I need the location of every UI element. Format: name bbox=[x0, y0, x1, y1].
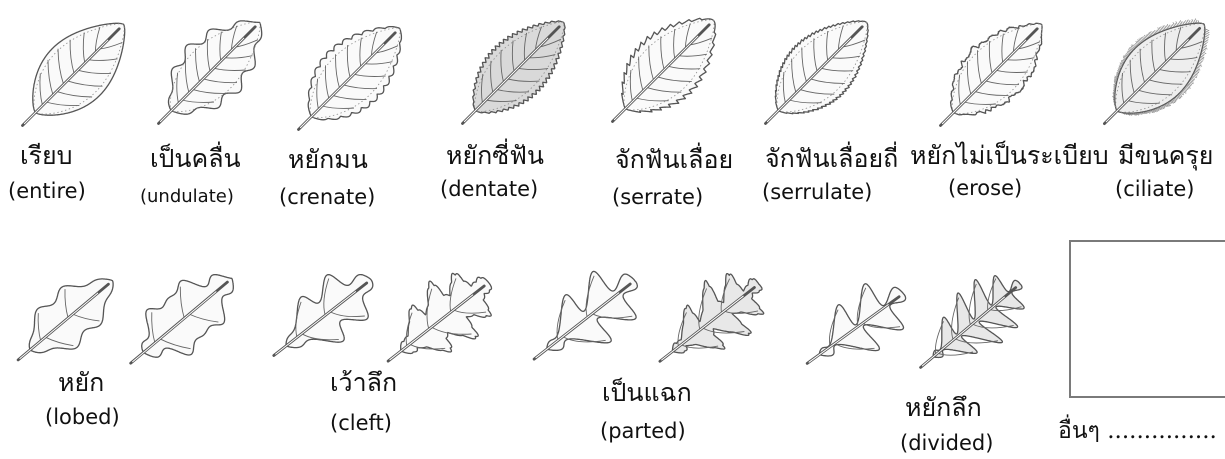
thai-label-divided: หยักลึก bbox=[905, 393, 982, 423]
thai-label-serrulate: จักฟันเลื่อยถี่ bbox=[765, 144, 898, 174]
thai-label-parted: เป็นแฉก bbox=[602, 378, 692, 408]
divided-leaf-icon bbox=[800, 266, 908, 374]
english-label-crenate: (crenate) bbox=[279, 184, 375, 210]
serrulate-leaf-icon bbox=[755, 4, 885, 134]
thai-label-erose: หยักไม่เป็นระเบียบ bbox=[910, 141, 1109, 171]
parted-toothed-leaf-icon bbox=[652, 258, 766, 372]
other-label: อื่นๆ ............... bbox=[1058, 416, 1217, 446]
thai-label-entire: เรียบ bbox=[20, 141, 73, 171]
english-label-dentate: (dentate) bbox=[440, 176, 538, 202]
lobed-toothed-leaf-icon bbox=[122, 254, 242, 374]
english-label-lobed: (lobed) bbox=[45, 404, 120, 430]
english-label-cleft: (cleft) bbox=[330, 410, 392, 436]
english-label-serrulate: (serrulate) bbox=[762, 179, 872, 205]
thai-label-serrate: จักฟันเลื่อย bbox=[615, 145, 733, 175]
thai-label-cleft: เว้าลึก bbox=[330, 368, 397, 398]
thai-label-crenate: หยักมน bbox=[288, 145, 368, 175]
ciliate-leaf-icon bbox=[1094, 6, 1222, 134]
thai-label-ciliate: มีขนครุย bbox=[1118, 141, 1213, 171]
english-label-erose: (erose) bbox=[948, 175, 1022, 201]
cleft-toothed-leaf-icon bbox=[380, 256, 496, 372]
english-label-divided: (divided) bbox=[900, 430, 993, 456]
english-label-parted: (parted) bbox=[600, 418, 686, 444]
serrate-leaf-icon bbox=[602, 2, 732, 132]
lobed-leaf-icon bbox=[10, 258, 122, 370]
crenate-leaf-icon bbox=[288, 10, 418, 140]
blank-drawing-box bbox=[1069, 240, 1225, 398]
leaf-midrib-highlight bbox=[536, 293, 619, 358]
undulate-leaf-icon bbox=[148, 4, 278, 134]
parted-leaf-icon bbox=[526, 254, 642, 370]
english-label-undulate: (undulate) bbox=[140, 184, 234, 210]
thai-label-lobed: หยัก bbox=[58, 368, 104, 398]
cleft-leaf-icon bbox=[266, 254, 378, 366]
leaf-midrib-highlight bbox=[809, 305, 888, 363]
dentate-leaf-icon bbox=[452, 4, 582, 134]
thai-label-undulate: เป็นคลื่น bbox=[150, 144, 241, 174]
entire-leaf-icon bbox=[12, 6, 142, 136]
erose-leaf-icon bbox=[930, 6, 1060, 136]
english-label-serrate: (serrate) bbox=[612, 184, 703, 210]
thai-label-dentate: หยักซี่ฟัน bbox=[446, 141, 544, 171]
leaf-midrib-highlight bbox=[276, 292, 356, 355]
english-label-ciliate: (ciliate) bbox=[1115, 176, 1194, 202]
divided-narrow-leaf-icon bbox=[912, 260, 1030, 378]
english-label-entire: (entire) bbox=[8, 178, 86, 204]
